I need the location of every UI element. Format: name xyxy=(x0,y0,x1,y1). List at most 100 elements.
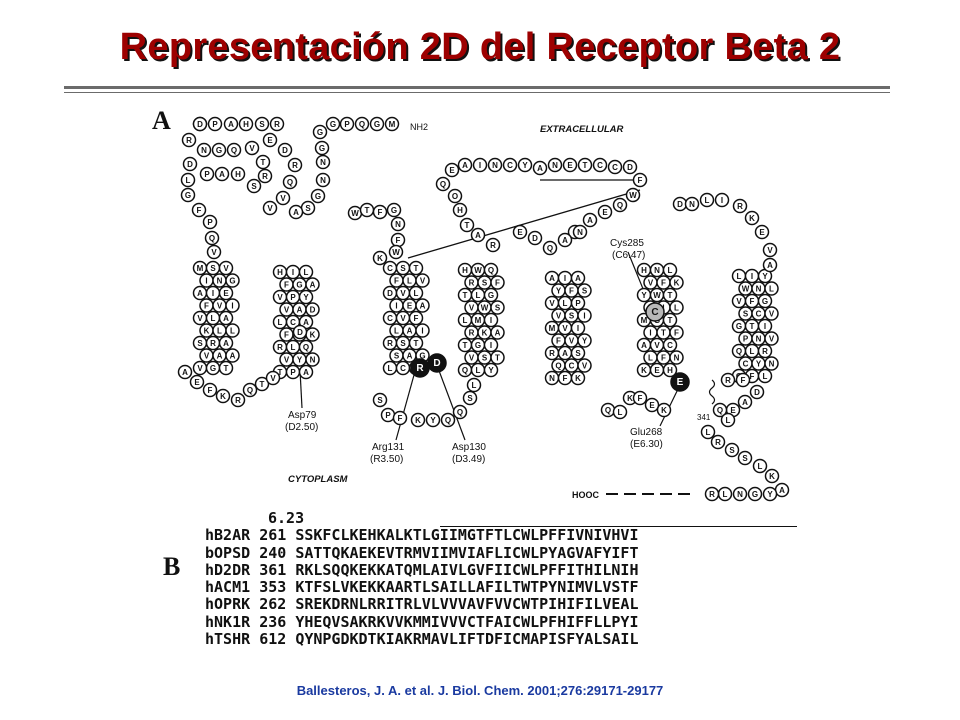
residue-bead: Y xyxy=(425,412,441,428)
residue-bead: F xyxy=(199,298,214,313)
svg-text:A: A xyxy=(537,164,543,173)
svg-text:N: N xyxy=(320,176,326,185)
svg-text:S: S xyxy=(482,279,488,288)
residue-bead: P xyxy=(202,214,218,230)
svg-text:F: F xyxy=(396,236,401,245)
svg-text:A: A xyxy=(310,281,316,290)
residue-bead: N xyxy=(547,157,563,173)
svg-text:P: P xyxy=(204,170,210,179)
svg-text:N: N xyxy=(217,277,223,286)
svg-text:N: N xyxy=(769,360,775,369)
svg-text:A: A xyxy=(407,352,413,361)
residue-bead: Y xyxy=(636,287,652,303)
svg-text:A: A xyxy=(182,368,188,377)
residue-bead: L xyxy=(720,412,736,428)
svg-text:F: F xyxy=(638,176,643,185)
svg-text:D: D xyxy=(197,120,203,129)
svg-text:L: L xyxy=(463,316,468,325)
residue-bead: S xyxy=(395,335,411,351)
svg-text:M: M xyxy=(549,324,556,333)
residue-bead: F xyxy=(551,333,566,348)
residue-bead: A xyxy=(218,310,234,326)
svg-text:F: F xyxy=(398,414,403,423)
svg-text:P: P xyxy=(290,293,296,302)
svg-text:A: A xyxy=(562,236,568,245)
svg-text:F: F xyxy=(741,376,746,385)
residue-bead: D xyxy=(622,159,638,175)
svg-text:E: E xyxy=(567,161,573,170)
svg-text:T: T xyxy=(463,291,468,300)
residue-bead: L xyxy=(212,323,227,338)
svg-text:E: E xyxy=(223,289,229,298)
residue-bead: T xyxy=(662,287,678,303)
residue-bead: E xyxy=(644,397,660,413)
svg-text:N: N xyxy=(674,354,680,363)
svg-text:S: S xyxy=(377,396,383,405)
residue-bead: A xyxy=(225,348,240,363)
residue-bead: V xyxy=(212,298,227,313)
residue-bead: A xyxy=(557,345,573,361)
residue-bead: A xyxy=(214,166,230,182)
residue-bead: K xyxy=(199,323,214,338)
residue-bead: V xyxy=(557,320,573,336)
svg-text:L: L xyxy=(668,266,673,275)
svg-text:G: G xyxy=(216,146,222,155)
residue-bead: W xyxy=(625,187,641,203)
svg-text:E: E xyxy=(517,228,523,237)
residue-bead: I xyxy=(483,312,499,328)
residue-bead: L xyxy=(731,268,747,284)
svg-text:C: C xyxy=(743,360,749,369)
alignment-row-sequence: SREKDRNLRRITRLVLVVVAVFVVCWTPIHIFILVEAL xyxy=(295,595,639,614)
residue-bead: S xyxy=(570,345,586,361)
residue-bead: D xyxy=(427,353,447,373)
svg-text:V: V xyxy=(769,335,775,344)
svg-text:I: I xyxy=(205,277,207,286)
svg-text:H: H xyxy=(235,170,241,179)
svg-text:E: E xyxy=(649,401,655,410)
svg-text:T: T xyxy=(465,221,470,230)
svg-text:K: K xyxy=(220,392,226,401)
residue-bead: S xyxy=(477,275,492,290)
residue-bead: I xyxy=(205,285,221,301)
residue-bead: A xyxy=(582,212,598,228)
citation: Ballesteros, J. A. et al. J. Biol. Chem.… xyxy=(296,683,664,698)
svg-text:C: C xyxy=(387,264,393,273)
residue-bead: G xyxy=(314,140,330,156)
svg-text:R: R xyxy=(469,329,475,338)
alignment-row-start: 262 xyxy=(259,595,287,614)
residue-bead: F xyxy=(490,275,505,290)
svg-text:A: A xyxy=(223,314,229,323)
svg-text:P: P xyxy=(385,411,391,420)
residue-bead: G xyxy=(369,116,385,132)
svg-text:K: K xyxy=(575,374,581,383)
residue-bead: V xyxy=(764,306,779,321)
residue-bead: L xyxy=(757,368,773,384)
svg-text:R: R xyxy=(274,120,280,129)
svg-text:L: L xyxy=(737,272,742,281)
residue-bead: T xyxy=(744,318,760,334)
residue-bead: G xyxy=(211,142,227,158)
glu268-pointer xyxy=(659,384,681,427)
residue-bead: A xyxy=(774,482,790,498)
residue-bead: A xyxy=(288,204,304,220)
residue-bead: Q xyxy=(204,230,220,246)
svg-text:C: C xyxy=(290,318,296,327)
residue-bead: F xyxy=(632,172,648,188)
residue-bead: G xyxy=(225,273,240,288)
svg-text:I: I xyxy=(721,196,723,205)
svg-text:Q: Q xyxy=(457,408,463,417)
svg-text:N: N xyxy=(552,161,558,170)
residue-bead: D xyxy=(277,142,293,158)
svg-text:T: T xyxy=(414,264,419,273)
svg-text:N: N xyxy=(577,228,583,237)
svg-text:Q: Q xyxy=(209,234,215,243)
svg-text:W: W xyxy=(742,285,750,294)
residue-bead: V xyxy=(464,350,479,365)
residue-bead: P xyxy=(380,407,396,423)
residue-bead: A xyxy=(218,335,234,351)
residue-bead: T xyxy=(577,157,593,173)
residue-bead: F xyxy=(656,275,671,290)
svg-text:V: V xyxy=(420,277,426,286)
svg-text:P: P xyxy=(212,120,218,129)
svg-text:A: A xyxy=(420,302,426,311)
